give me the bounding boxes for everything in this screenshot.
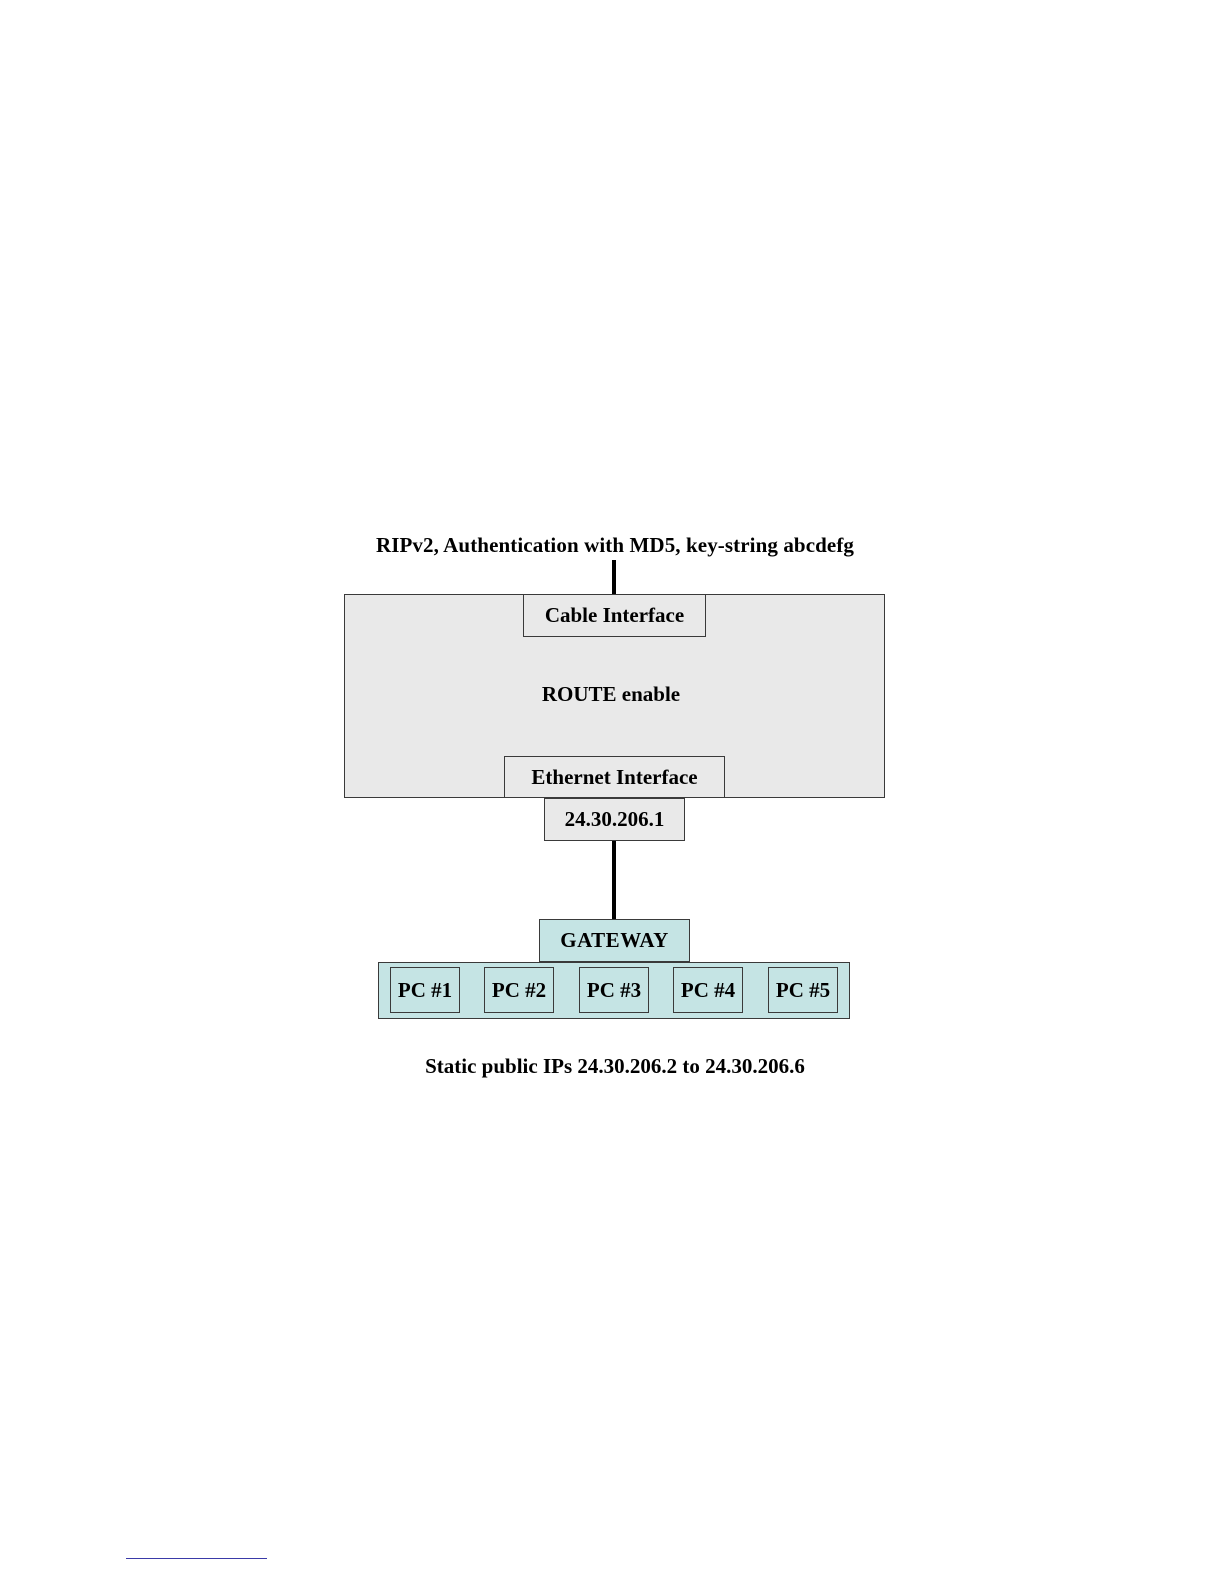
upstream-connector-line — [612, 560, 616, 595]
pc-3-box: PC #3 — [579, 967, 649, 1013]
pc-1-box: PC #1 — [390, 967, 460, 1013]
gateway-box: GATEWAY — [539, 919, 690, 962]
ethernet-interface-box: Ethernet Interface — [504, 756, 725, 798]
ethernet-ip-box: 24.30.206.1 — [544, 798, 685, 841]
pc-4-box: PC #4 — [673, 967, 743, 1013]
route-enable-label: ROUTE enable — [480, 678, 742, 710]
gateway-connector-line — [612, 841, 616, 920]
pc-2-box: PC #2 — [484, 967, 554, 1013]
cable-interface-box: Cable Interface — [523, 594, 706, 637]
top-caption: RIPv2, Authentication with MD5, key-stri… — [300, 530, 930, 560]
pc-5-box: PC #5 — [768, 967, 838, 1013]
bottom-caption: Static public IPs 24.30.206.2 to 24.30.2… — [330, 1051, 900, 1081]
footnote-rule — [126, 1558, 267, 1559]
